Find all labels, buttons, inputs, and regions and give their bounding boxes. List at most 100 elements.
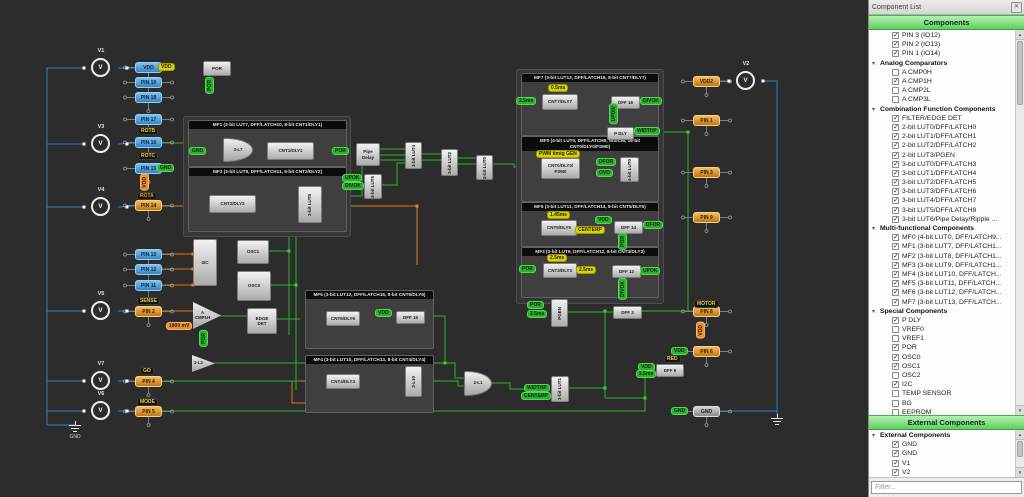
- pin-pin-2[interactable]: PIN 2: [135, 306, 162, 317]
- component-box-3-l10[interactable]: 3-L10: [405, 366, 422, 397]
- net-tag-1800-mv[interactable]: 1800 mV: [166, 322, 193, 330]
- component-row-gnd[interactable]: ✓GND: [869, 449, 1015, 458]
- component-row-a-cmp3l[interactable]: A CMP3L: [869, 95, 1015, 104]
- net-tag-dfor[interactable]: DFOR: [643, 221, 664, 229]
- net-tag-motor[interactable]: MOTOR: [694, 300, 719, 308]
- component-row-por[interactable]: ✓POR: [869, 343, 1015, 352]
- component-row-mf2-3-bit-lut8-dff-latch1[interactable]: ✓MF2 (3-bit LUT8, DFF/LATCH1...: [869, 252, 1015, 261]
- collapse-arrow-icon[interactable]: ▾: [872, 308, 876, 315]
- filter-input[interactable]: [871, 481, 1022, 494]
- pin-pin-1[interactable]: PIN 1: [693, 115, 720, 126]
- net-tag-widthp[interactable]: WIDTHP: [524, 384, 550, 392]
- net-tag-vdd[interactable]: VDD: [696, 322, 705, 339]
- component-row-vref0[interactable]: VREF0: [869, 325, 1015, 334]
- net-tag-por[interactable]: POR: [332, 147, 349, 155]
- component-box-2-bit-lut0[interactable]: 2-bit LUT0: [476, 155, 493, 180]
- net-tag-2-5ms[interactable]: 2.5ms: [576, 266, 597, 274]
- checkbox-pin-1-io14[interactable]: ✓: [892, 50, 899, 58]
- checkbox-2-bit-lut2-dff-latch2[interactable]: ✓: [892, 142, 899, 150]
- net-tag-vdd[interactable]: VDD: [158, 63, 175, 71]
- net-tag-2-5ms[interactable]: 2.5ms: [547, 254, 568, 262]
- pin-pin-12[interactable]: PIN 12: [135, 264, 162, 275]
- ground-symbol[interactable]: [74, 421, 76, 425]
- components-scrollbar[interactable]: ▲ ▼: [1015, 30, 1024, 415]
- checkbox-3-bit-lut1-dff-latch4[interactable]: ✓: [892, 169, 899, 177]
- checkbox-3-bit-lut6-pipe-delay-ripple[interactable]: ✓: [892, 215, 899, 223]
- scroll-up-icon[interactable]: ▲: [1016, 430, 1024, 440]
- checkbox-v1[interactable]: ✓: [892, 459, 899, 467]
- net-tag-vdd[interactable]: VDD: [140, 174, 149, 191]
- net-tag-centerp[interactable]: CENTERP: [521, 392, 551, 400]
- net-tag-gnd[interactable]: GND: [189, 147, 207, 155]
- pin-pin-14[interactable]: PIN 14: [135, 200, 162, 211]
- checkbox-p-dly[interactable]: ✓: [892, 316, 899, 324]
- component-box-cnt3-dly3[interactable]: CNT3/DLY3: [543, 263, 577, 278]
- pin-pin-5[interactable]: PIN 5: [135, 406, 162, 417]
- component-box-pipe-delay[interactable]: Pipe Delay: [356, 143, 380, 166]
- net-tag-por[interactable]: POR: [199, 330, 208, 347]
- voltage-source-v5[interactable]: V: [91, 301, 110, 320]
- pin-pin-16[interactable]: PIN 16: [135, 137, 162, 148]
- net-tag-por[interactable]: POR: [527, 301, 544, 309]
- component-box-edge-det[interactable]: EDGE DET: [247, 308, 277, 334]
- component-row-2-bit-lut2-dff-latch2[interactable]: ✓2-bit LUT2/DFF/LATCH2: [869, 141, 1015, 150]
- component-row-pin-1-io14[interactable]: ✓PIN 1 (IO14): [869, 49, 1015, 58]
- net-tag-pwm-timig-gen[interactable]: PWM timig GEN: [536, 150, 580, 158]
- net-tag-por[interactable]: POR: [519, 265, 536, 273]
- component-box-osc0[interactable]: OSC0: [237, 271, 271, 301]
- component-box-3-bit-lut5[interactable]: 3-bit LUT5: [364, 174, 382, 199]
- component-row-osc1[interactable]: ✓OSC1: [869, 362, 1015, 371]
- net-tag-rotc[interactable]: ROTC: [138, 152, 159, 160]
- net-tag-rota[interactable]: ROTA: [137, 192, 157, 200]
- scroll-down-icon[interactable]: ▼: [1016, 405, 1024, 415]
- scroll-thumb[interactable]: [1017, 441, 1023, 457]
- component-row-3-bit-lut4-dff-latch7[interactable]: ✓3-bit LUT4/DFF/LATCH7: [869, 196, 1015, 205]
- checkbox-3-bit-lut5-dff-latch8[interactable]: ✓: [892, 206, 899, 214]
- net-tag-centerp[interactable]: CENTERP: [575, 226, 605, 234]
- net-tag-vdd[interactable]: VDD: [375, 309, 392, 317]
- checkbox-3-bit-lut2-dff-latch5[interactable]: ✓: [892, 179, 899, 187]
- checkbox-a-cmp0h[interactable]: [892, 68, 899, 76]
- component-box-cnt7-dly7[interactable]: CNT7/DLY7: [542, 94, 578, 110]
- component-box-osc1[interactable]: OSC1: [237, 240, 269, 264]
- scroll-down-icon[interactable]: ▼: [1016, 467, 1024, 477]
- component-group-analog-comparators[interactable]: ▾Analog Comparators: [869, 59, 1015, 68]
- component-row-2-bit-lut1-dff-latch1[interactable]: ✓2-bit LUT1/DFF/LATCH1: [869, 132, 1015, 141]
- component-row-a-cmp2l[interactable]: A CMP2L: [869, 86, 1015, 95]
- net-tag-vdd[interactable]: VDD: [671, 347, 688, 355]
- net-tag-0-5ms[interactable]: 0.5ms: [548, 84, 569, 92]
- checkbox-osc0[interactable]: ✓: [892, 353, 899, 361]
- net-tag-1-45ms[interactable]: 1.45ms: [547, 211, 570, 219]
- pin-pin-19[interactable]: PIN 19: [135, 77, 162, 88]
- component-row-eeprom[interactable]: EEPROM: [869, 408, 1015, 415]
- wire[interactable]: [490, 382, 524, 390]
- checkbox-temp-sensor[interactable]: [892, 390, 899, 398]
- checkbox-2-bit-lut1-dff-latch1[interactable]: ✓: [892, 133, 899, 141]
- net-tag-rotb[interactable]: ROTB: [138, 127, 159, 135]
- net-tag-widthp[interactable]: WIDTHP: [634, 127, 660, 135]
- component-row-3-bit-lut6-pipe-delay-ripple[interactable]: ✓3-bit LUT6/Pipe Delay/Ripple ...: [869, 215, 1015, 224]
- pin-pin-18[interactable]: PIN 18: [135, 92, 162, 103]
- scroll-thumb[interactable]: [1017, 41, 1023, 105]
- component-row-vref1[interactable]: VREF1: [869, 334, 1015, 343]
- voltage-source-v1[interactable]: V: [91, 58, 110, 77]
- component-row-mf7-3-bit-lut13-dff-latch[interactable]: ✓MF7 (3-bit LUT13, DFF/LATCH...: [869, 297, 1015, 306]
- checkbox-vref0[interactable]: [892, 326, 899, 334]
- component-row-3-bit-lut1-dff-latch4[interactable]: ✓3-bit LUT1/DFF/LATCH4: [869, 169, 1015, 178]
- pin-pin-6[interactable]: PIN 6: [693, 346, 720, 357]
- net-tag-go[interactable]: GO: [140, 367, 154, 375]
- component-row-filter-edge-det[interactable]: ✓FILTER/EDGE DET: [869, 114, 1015, 123]
- net-tag-por[interactable]: POR: [618, 233, 627, 250]
- voltage-source-v6[interactable]: V: [91, 401, 110, 420]
- component-box-dff-12[interactable]: DFF 12: [612, 265, 641, 278]
- net-tag-gnd[interactable]: GND: [671, 407, 689, 415]
- component-row-2-bit-lut3-pgen[interactable]: ✓2-bit LUT3/PGEN: [869, 150, 1015, 159]
- checkbox-pin-3-io12[interactable]: ✓: [892, 32, 899, 40]
- checkbox-mf5-3-bit-lut11-dff-latch[interactable]: ✓: [892, 280, 899, 288]
- component-row-mf1-3-bit-lut7-dff-latch1[interactable]: ✓MF1 (3-bit LUT7, DFF/LATCH1...: [869, 242, 1015, 251]
- wire[interactable]: [763, 80, 778, 414]
- checkbox-osc2[interactable]: [892, 372, 899, 380]
- checkbox-bg[interactable]: [892, 399, 899, 407]
- component-box-dff-15[interactable]: DFF 15: [396, 311, 425, 324]
- net-tag-2-5ms[interactable]: 2.5ms: [636, 370, 657, 378]
